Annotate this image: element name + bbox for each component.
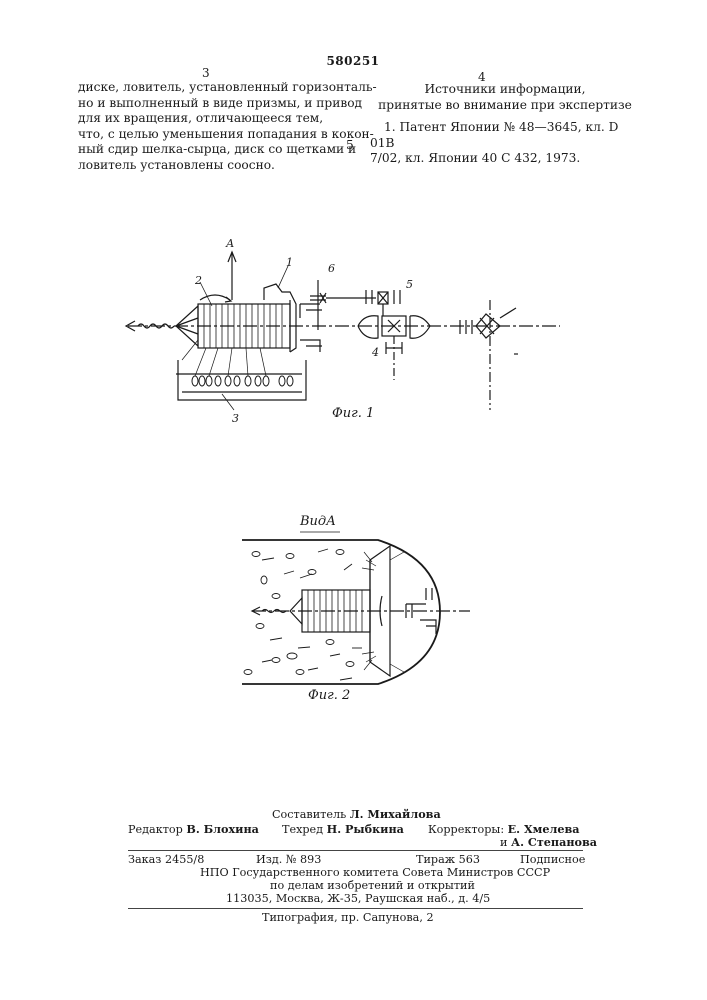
part-label-4: 4 xyxy=(372,346,379,359)
circulation: Тираж 563 xyxy=(416,853,480,866)
part-label-3: 3 xyxy=(232,412,239,425)
corrector-2-prefix: и xyxy=(500,836,507,849)
figure-1-drawing xyxy=(126,252,560,410)
coupling-left xyxy=(358,316,378,339)
view-a-label: А xyxy=(226,237,234,250)
figure-1-caption: Фиг. 1 xyxy=(332,406,374,421)
techred-line: Техред Н. Рыбкина xyxy=(282,823,404,836)
order-number: Заказ 2455/8 xyxy=(128,853,204,866)
imprint-divider-top xyxy=(128,850,583,851)
rotation-arrow xyxy=(200,295,230,300)
cocoons xyxy=(192,376,293,386)
bearing-lower xyxy=(300,340,322,352)
part-label-5: 5 xyxy=(406,278,413,291)
coupling-right xyxy=(410,316,430,339)
figure-2-caption: Фиг. 2 xyxy=(308,688,350,703)
corrector-1: Е. Хмелева xyxy=(508,822,580,836)
compiler-label: Составитель xyxy=(272,808,346,821)
fig2-cocoons xyxy=(244,550,354,675)
bearing-right xyxy=(460,320,472,334)
bearing-upper xyxy=(300,304,322,318)
compiler-line: Составитель Л. Михайлова xyxy=(272,808,441,821)
imprint-divider-bottom xyxy=(128,908,583,909)
corrector-2-line: и А. Степанова xyxy=(500,836,597,849)
fig2-bearing xyxy=(420,620,436,634)
editor-line: Редактор В. Блохина xyxy=(128,823,259,836)
editor-name: В. Блохина xyxy=(186,822,259,836)
compiler-name: Л. Михайлова xyxy=(350,807,441,821)
part-label-6: 6 xyxy=(328,262,335,275)
org-line-2: по делам изобретений и открытий xyxy=(270,879,475,892)
techred-label: Техред xyxy=(282,823,323,836)
cocoon-threads xyxy=(182,340,266,376)
address: 113035, Москва, Ж-35, Раушская наб., д. … xyxy=(226,892,490,905)
org-line-1: НПО Государственного комитета Совета Мин… xyxy=(200,866,550,879)
figure-2-drawing xyxy=(242,532,470,684)
silk-thread xyxy=(138,324,174,328)
figure-2-view-title: ВидА xyxy=(300,514,336,529)
correctors-label: Корректоры: xyxy=(428,823,504,836)
part-label-1: 1 xyxy=(286,256,293,269)
edition-number: Изд. № 893 xyxy=(256,853,321,866)
disk-housing xyxy=(264,284,296,352)
editor-label: Редактор xyxy=(128,823,183,836)
subscription: Подписное xyxy=(520,853,585,866)
part-label-2: 2 xyxy=(195,274,202,287)
fig2-brush-cylinder xyxy=(302,590,370,632)
flow-arrows xyxy=(262,549,362,680)
corrector-2: А. Степанова xyxy=(511,835,597,849)
printing-house: Типография, пр. Сапунова, 2 xyxy=(262,911,434,924)
techred-name: Н. Рыбкина xyxy=(327,822,404,836)
